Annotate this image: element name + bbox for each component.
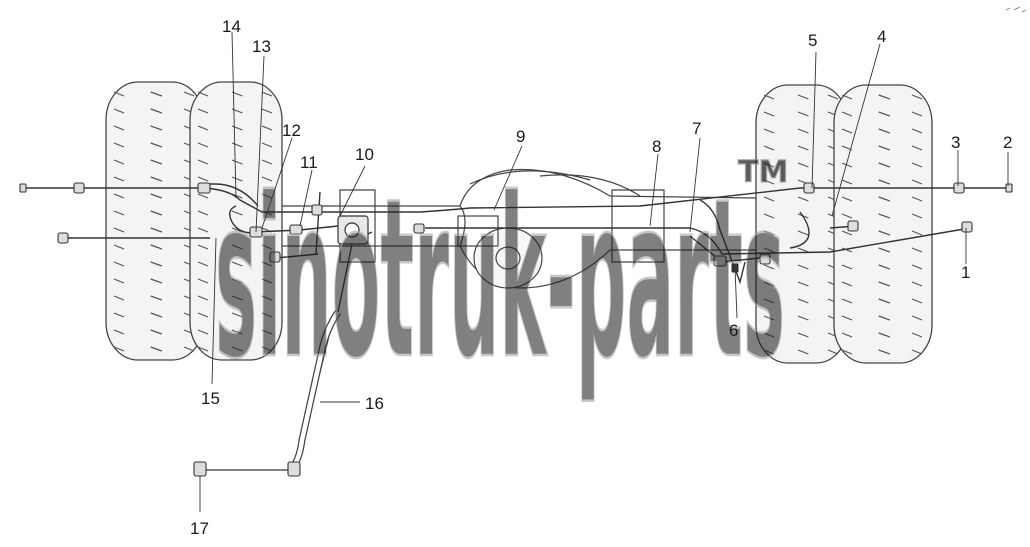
brake-pipes [22, 183, 1010, 285]
callout-17: 17 [190, 519, 209, 538]
callout-9: 9 [516, 127, 525, 146]
callout-8: 8 [652, 137, 661, 156]
callout-12: 12 [282, 121, 301, 140]
callout-3: 3 [951, 133, 960, 152]
callout-7: 7 [692, 119, 701, 138]
watermark: sinotruk-parts TM [214, 150, 789, 409]
callout-2: 2 [1003, 133, 1012, 152]
differential [457, 215, 543, 289]
right-outer-tire [833, 84, 933, 364]
left-inner-tire [189, 81, 283, 361]
callout-13: 13 [252, 37, 271, 56]
callout-15: 15 [201, 389, 220, 408]
brake-hose-16 [193, 243, 353, 477]
callout-6: 6 [729, 321, 738, 340]
leader-lines [199, 31, 1009, 512]
callout-14: 14 [222, 17, 241, 36]
callout-11: 11 [300, 153, 318, 172]
callout-10: 10 [355, 145, 374, 164]
watermark-text: sinotruk-parts [215, 151, 785, 407]
relay-valve [337, 215, 369, 245]
callout-16: 16 [365, 394, 384, 413]
callout-4: 4 [877, 27, 886, 46]
right-inner-tire [755, 84, 849, 364]
left-outer-tire [105, 81, 205, 361]
callout-labels: 1 2 3 4 5 6 7 8 9 10 11 12 13 14 15 16 1… [190, 17, 1012, 538]
fittings [19, 182, 1013, 273]
watermark-tm: TM [738, 155, 788, 190]
axle-housing [282, 168, 757, 289]
corner-mark [1005, 6, 1027, 13]
callout-1: 1 [961, 263, 970, 282]
callout-5: 5 [808, 31, 817, 50]
